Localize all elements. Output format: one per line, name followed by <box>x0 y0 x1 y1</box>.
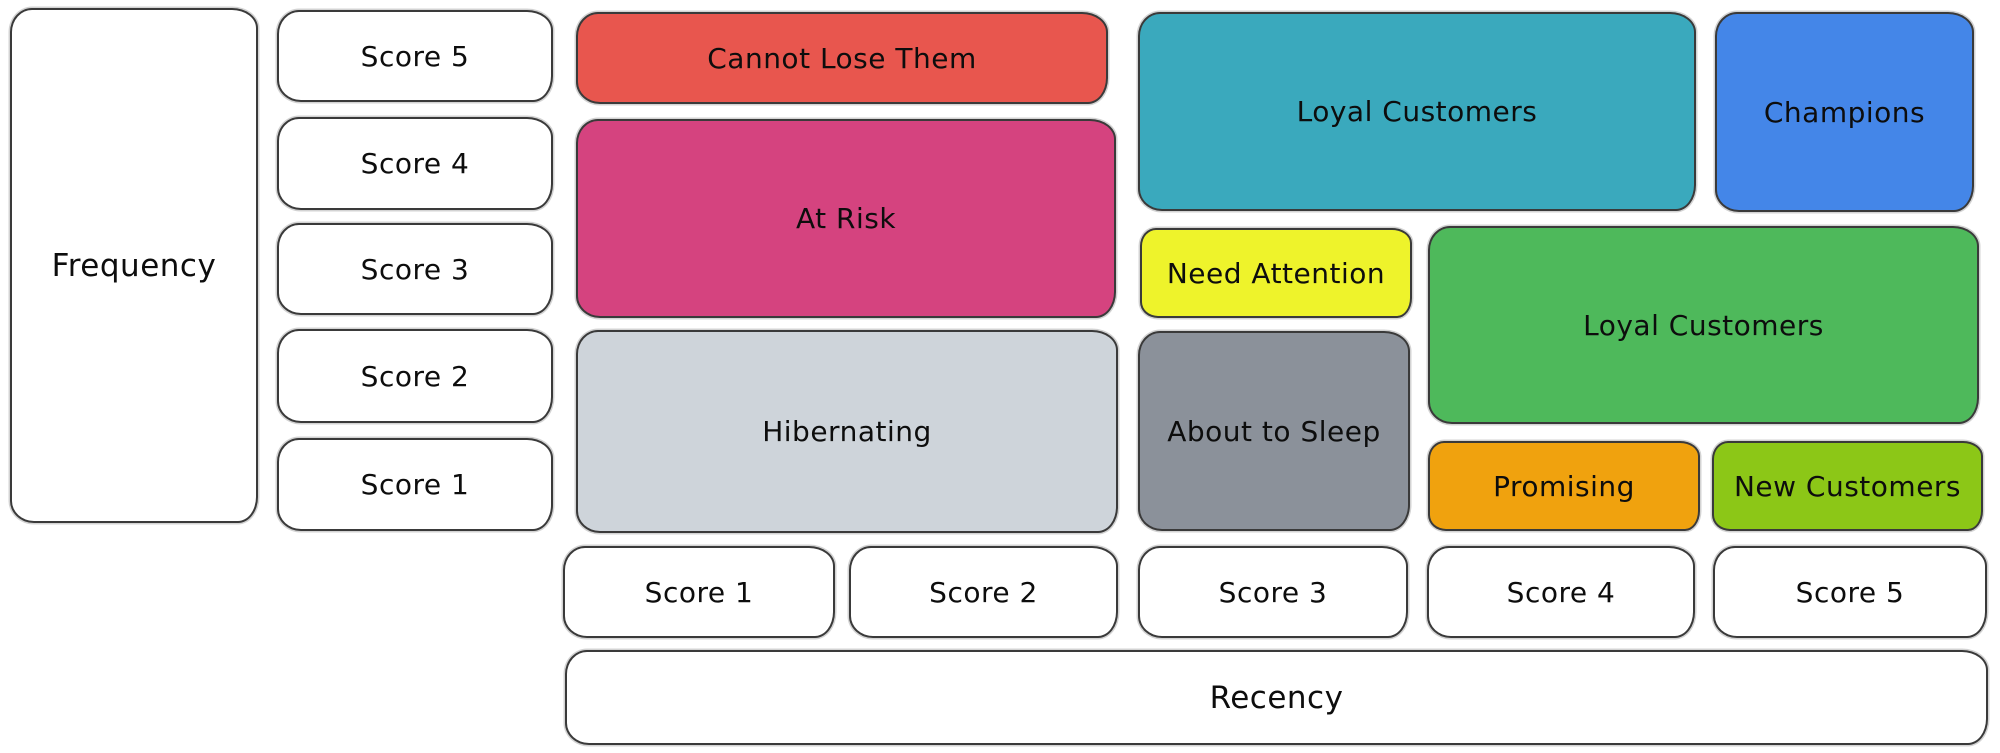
segment-promising: Promising <box>1428 441 1700 531</box>
frequency-score-5: Score 5 <box>277 10 553 102</box>
segment-about-to-sleep: About to Sleep <box>1138 331 1410 531</box>
recency-score-2-text: Score 2 <box>929 575 1038 609</box>
frequency-score-3: Score 3 <box>277 223 553 315</box>
frequency-score-2-text: Score 2 <box>360 359 470 393</box>
recency-score-5-text: Score 5 <box>1795 575 1905 609</box>
recency-axis-label: Recency <box>565 650 1988 745</box>
segment-hibernating: Hibernating <box>576 330 1118 533</box>
recency-score-3-text: Score 3 <box>1218 575 1328 609</box>
frequency-score-1: Score 1 <box>277 438 553 531</box>
segment-cannot-lose-them-label: Cannot Lose Them <box>707 41 977 75</box>
frequency-axis-label: Frequency <box>10 8 258 523</box>
frequency-axis-text: Frequency <box>51 247 217 284</box>
recency-score-2: Score 2 <box>849 546 1118 638</box>
segment-loyal-customers-upper-label: Loyal Customers <box>1296 95 1538 128</box>
segment-hibernating-label: Hibernating <box>762 415 932 448</box>
segment-new-customers: New Customers <box>1712 441 1983 531</box>
recency-score-5: Score 5 <box>1713 546 1987 638</box>
segment-loyal-customers-lower: Loyal Customers <box>1428 226 1979 424</box>
frequency-score-3-text: Score 3 <box>360 252 470 286</box>
segment-loyal-customers-lower-label: Loyal Customers <box>1583 308 1824 342</box>
segment-new-customers-label: New Customers <box>1733 469 1962 503</box>
recency-axis-text: Recency <box>1209 679 1344 716</box>
segment-at-risk-label: At Risk <box>795 202 897 235</box>
frequency-score-4: Score 4 <box>277 117 553 210</box>
recency-score-4-text: Score 4 <box>1506 575 1616 609</box>
segment-champions-label: Champions <box>1763 95 1926 129</box>
segment-champions: Champions <box>1715 12 1974 212</box>
frequency-score-2: Score 2 <box>277 329 553 423</box>
frequency-score-4-text: Score 4 <box>360 147 470 180</box>
segment-need-attention: Need Attention <box>1140 228 1412 318</box>
frequency-score-1-text: Score 1 <box>360 468 470 501</box>
recency-score-4: Score 4 <box>1427 546 1695 638</box>
segment-cannot-lose-them: Cannot Lose Them <box>576 12 1108 104</box>
recency-score-3: Score 3 <box>1138 546 1408 638</box>
recency-score-1-text: Score 1 <box>644 575 754 609</box>
segment-loyal-customers-upper: Loyal Customers <box>1138 12 1696 211</box>
segment-need-attention-label: Need Attention <box>1166 256 1386 290</box>
segment-at-risk: At Risk <box>576 119 1116 318</box>
segment-about-to-sleep-label: About to Sleep <box>1167 414 1381 448</box>
segment-promising-label: Promising <box>1493 469 1635 503</box>
recency-score-1: Score 1 <box>563 546 835 638</box>
frequency-score-5-text: Score 5 <box>360 39 470 73</box>
